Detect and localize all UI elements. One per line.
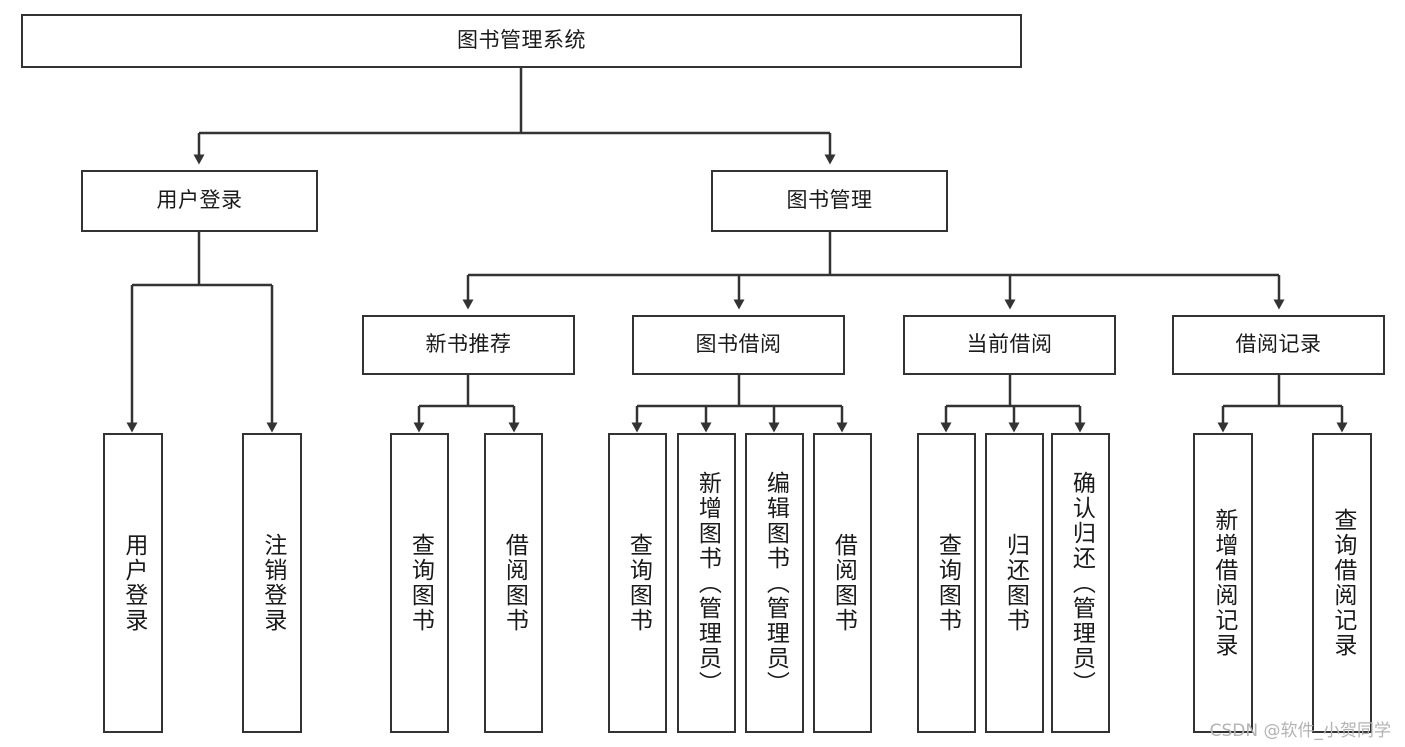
node-leaf-add-book-admin-label: 新增图书（管理员） [694,470,721,696]
node-leaf-confirm-return-admin[interactable]: 确认归还（管理员） [1051,433,1110,733]
node-leaf-user-login-label: 用户登录 [120,533,147,633]
node-new-book-recommend-label: 新书推荐 [425,332,512,357]
node-leaf-edit-book-admin[interactable]: 编辑图书（管理员） [745,433,804,733]
node-leaf-query-borrow-record[interactable]: 查询借阅记录 [1312,433,1372,733]
node-leaf-return-book[interactable]: 归还图书 [985,433,1044,733]
node-new-book-recommend[interactable]: 新书推荐 [362,315,575,375]
node-leaf-add-borrow-record[interactable]: 新增借阅记录 [1193,433,1253,733]
node-leaf-query-book-current[interactable]: 查询图书 [917,433,976,733]
node-leaf-borrow-book[interactable]: 借阅图书 [813,433,872,733]
node-leaf-add-book-admin[interactable]: 新增图书（管理员） [677,433,736,733]
node-book-borrow[interactable]: 图书借阅 [632,315,845,375]
node-leaf-logout-label: 注销登录 [259,533,286,633]
node-leaf-borrow-book-label: 借阅图书 [830,533,857,633]
node-book-borrow-label: 图书借阅 [695,332,782,357]
node-book-mgmt-label: 图书管理 [786,188,873,213]
node-leaf-query-book-borrow-label: 查询图书 [625,533,652,633]
node-leaf-borrow-book-rec-label: 借阅图书 [501,533,528,633]
node-user-login[interactable]: 用户登录 [81,170,318,232]
node-root-label: 图书管理系统 [457,28,586,53]
node-book-mgmt[interactable]: 图书管理 [711,170,948,232]
node-leaf-borrow-book-rec[interactable]: 借阅图书 [484,433,543,733]
node-borrow-record[interactable]: 借阅记录 [1172,315,1385,375]
node-user-login-label: 用户登录 [156,188,243,213]
node-leaf-edit-book-admin-label: 编辑图书（管理员） [762,470,789,696]
node-leaf-user-login[interactable]: 用户登录 [103,433,163,733]
node-leaf-query-book-borrow[interactable]: 查询图书 [608,433,667,733]
node-leaf-add-borrow-record-label: 新增借阅记录 [1210,508,1237,658]
node-leaf-confirm-return-admin-label: 确认归还（管理员） [1068,470,1095,696]
node-borrow-record-label: 借阅记录 [1235,332,1322,357]
node-current-borrow[interactable]: 当前借阅 [903,315,1116,375]
node-leaf-query-borrow-record-label: 查询借阅记录 [1329,508,1356,658]
watermark: CSDN @软件_小贺同学 [1209,721,1391,741]
node-root[interactable]: 图书管理系统 [21,14,1022,68]
node-leaf-query-book-rec[interactable]: 查询图书 [390,433,449,733]
node-leaf-query-book-current-label: 查询图书 [934,533,961,633]
node-current-borrow-label: 当前借阅 [966,332,1053,357]
node-leaf-logout[interactable]: 注销登录 [242,433,302,733]
node-leaf-return-book-label: 归还图书 [1002,533,1029,633]
node-leaf-query-book-rec-label: 查询图书 [407,533,434,633]
